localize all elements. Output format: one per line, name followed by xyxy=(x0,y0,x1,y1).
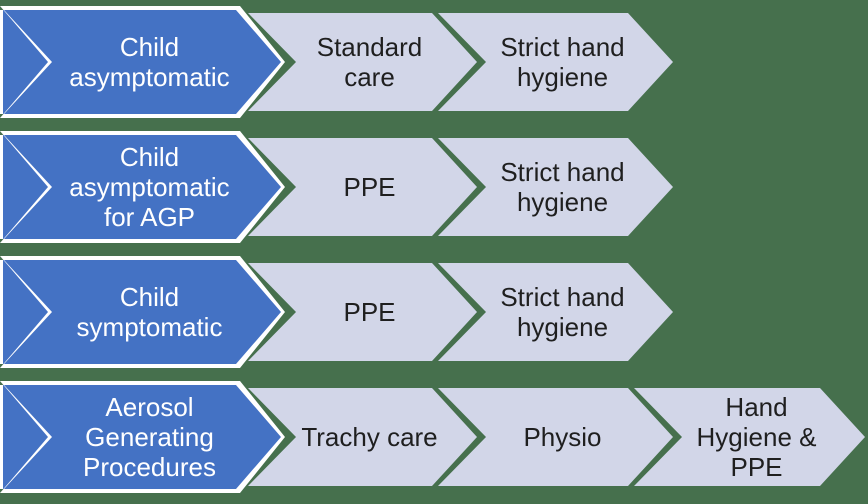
process-row-aerosol-generating-procedures: Aerosol Generating Procedures Trachy car… xyxy=(0,381,868,493)
chevron-label: Child asymptomatic for AGP xyxy=(69,141,230,233)
chevron-label: PPE xyxy=(343,296,396,327)
chevron-ppe: PPE xyxy=(248,263,477,361)
chevron-label: Strict hand hygiene xyxy=(500,31,625,92)
chevron-aerosol-generating-procedures: Aerosol Generating Procedures xyxy=(0,381,285,493)
process-row-child-symptomatic: Child symptomatic PPE Strict hand hygien… xyxy=(0,256,868,368)
chevron-label: Child symptomatic xyxy=(76,281,223,342)
chevron-label: Aerosol Generating Procedures xyxy=(83,391,216,483)
chevron-child-asymptomatic: Child asymptomatic xyxy=(0,6,285,118)
chevron-label: Child asymptomatic xyxy=(69,31,230,92)
chevron-child-symptomatic: Child symptomatic xyxy=(0,256,285,368)
process-row-child-asymptomatic: Child asymptomatic Standard care Strict … xyxy=(0,6,868,118)
chevron-label: Trachy care xyxy=(301,421,438,452)
chevron-label: Standard care xyxy=(316,31,423,92)
chevron-label: Strict hand hygiene xyxy=(500,156,625,217)
chevron-strict-hand-hygiene: Strict hand hygiene xyxy=(438,263,673,361)
chevron-label: Hand Hygiene & PPE xyxy=(696,391,817,483)
process-row-child-asymptomatic-for-agp: Child asymptomatic for AGP PPE Strict ha… xyxy=(0,131,868,243)
chevron-child-asymptomatic-for-agp: Child asymptomatic for AGP xyxy=(0,131,285,243)
chevron-label: Strict hand hygiene xyxy=(500,281,625,342)
chevron-label: PPE xyxy=(343,171,396,202)
chevron-label: Physio xyxy=(523,421,602,452)
chevron-hand-hygiene-ppe: Hand Hygiene & PPE xyxy=(634,388,865,486)
